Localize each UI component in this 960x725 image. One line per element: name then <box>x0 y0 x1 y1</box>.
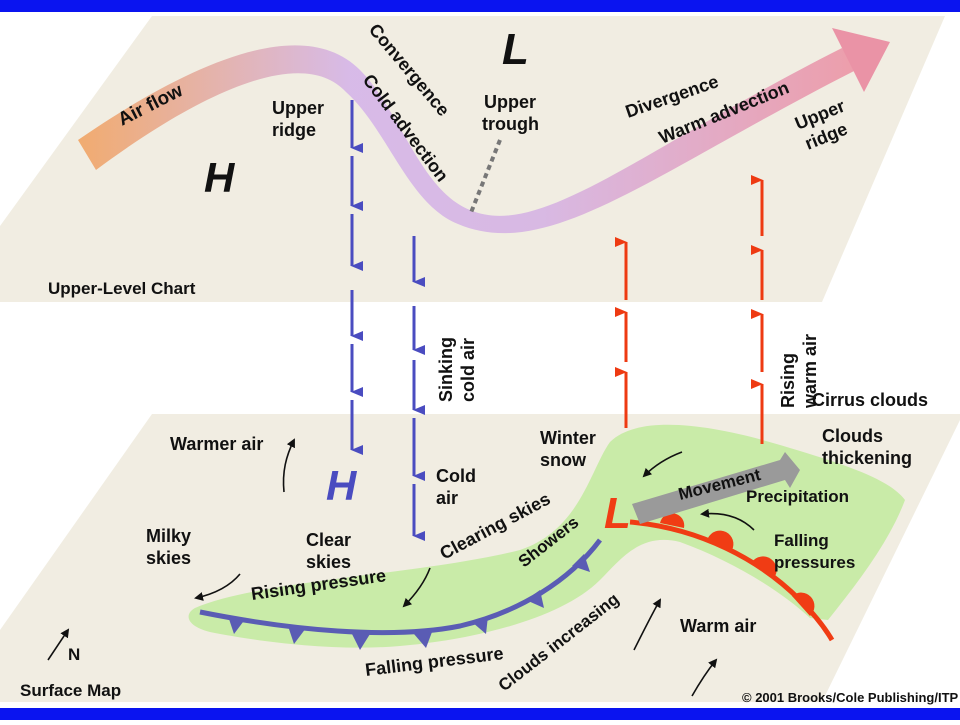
clear-skies-label-1: Clear <box>306 530 351 550</box>
warm-front-semicircles <box>660 513 815 616</box>
upper-high-H: H <box>204 154 236 201</box>
wind-arrow <box>642 451 683 478</box>
upper-trough-line <box>468 139 502 216</box>
winter-snow-label-1: Winter <box>540 428 596 448</box>
wind-arrows <box>47 438 755 697</box>
cold-front-triangle <box>472 616 488 634</box>
warm-front-semicircle <box>752 556 777 578</box>
wind-arrow <box>633 598 661 651</box>
wind-arrow <box>691 658 718 697</box>
warm-front-semicircle <box>708 530 734 550</box>
cold-front-triangle <box>352 634 370 650</box>
wind-arrow <box>402 567 431 608</box>
air-flow-arrowhead <box>832 28 890 92</box>
upper-trough-label-2: trough <box>482 114 539 134</box>
north-arrow <box>47 628 70 661</box>
warm-front-semicircle <box>660 513 685 528</box>
milky-skies-label-1: Milky <box>146 526 191 546</box>
cold-front-triangle <box>526 590 544 608</box>
north-label: N <box>68 645 80 664</box>
clouds-thickening-label-1: Clouds <box>822 426 883 446</box>
clouds-thickening-label-2: thickening <box>822 448 912 468</box>
frame-bottom-bar <box>0 708 960 720</box>
winter-snow-label-2: snow <box>540 450 587 470</box>
upper-trough-label-1: Upper <box>484 92 536 112</box>
warm-front-semicircle <box>792 592 815 616</box>
warmer-air-label: Warmer air <box>170 434 263 454</box>
wind-arrow <box>700 508 755 531</box>
cirrus-clouds-label: Cirrus clouds <box>812 390 928 410</box>
sinking-cold-air-label-1: Sinking <box>436 337 456 402</box>
upper-ridge-left-label-2: ridge <box>272 120 316 140</box>
copyright-text: © 2001 Brooks/Cole Publishing/ITP <box>742 690 959 705</box>
upper-level-panel <box>0 16 945 302</box>
upper-ridge-left-label-1: Upper <box>272 98 324 118</box>
upper-level-chart-label: Upper-Level Chart <box>48 279 196 298</box>
cold-front-triangle <box>228 616 246 634</box>
cold-front-triangle <box>572 554 590 572</box>
wind-arrow <box>194 573 241 601</box>
cold-air-label-2: air <box>436 488 458 508</box>
cold-air-label-1: Cold <box>436 466 476 486</box>
surface-low-L: L <box>604 489 631 538</box>
upper-low-L: L <box>502 25 529 74</box>
warm-air-label: Warm air <box>680 616 756 636</box>
air-flow-band <box>78 45 856 234</box>
rising-warm-air-label-1: Rising <box>778 353 798 408</box>
clear-skies-label-2: skies <box>306 552 351 572</box>
movement-arrow <box>632 452 800 524</box>
precipitation-label: Precipitation <box>746 487 849 506</box>
surface-high-H: H <box>326 462 358 509</box>
wind-arrow <box>282 438 295 493</box>
sinking-cold-air-label-2: cold air <box>458 338 478 402</box>
falling-pressures-label-2: pressures <box>774 553 855 572</box>
frame-top-bar <box>0 0 960 12</box>
cold-front-triangle <box>288 626 306 644</box>
cold-front-triangle <box>414 632 432 648</box>
cold-front-triangles <box>228 554 590 650</box>
surface-map-label: Surface Map <box>20 681 121 700</box>
falling-pressures-label-1: Falling <box>774 531 829 550</box>
milky-skies-label-2: skies <box>146 548 191 568</box>
warm-front-line <box>629 519 835 642</box>
rising-warm-air-label-2: warm air <box>800 334 820 409</box>
cold-front-line <box>199 538 602 636</box>
